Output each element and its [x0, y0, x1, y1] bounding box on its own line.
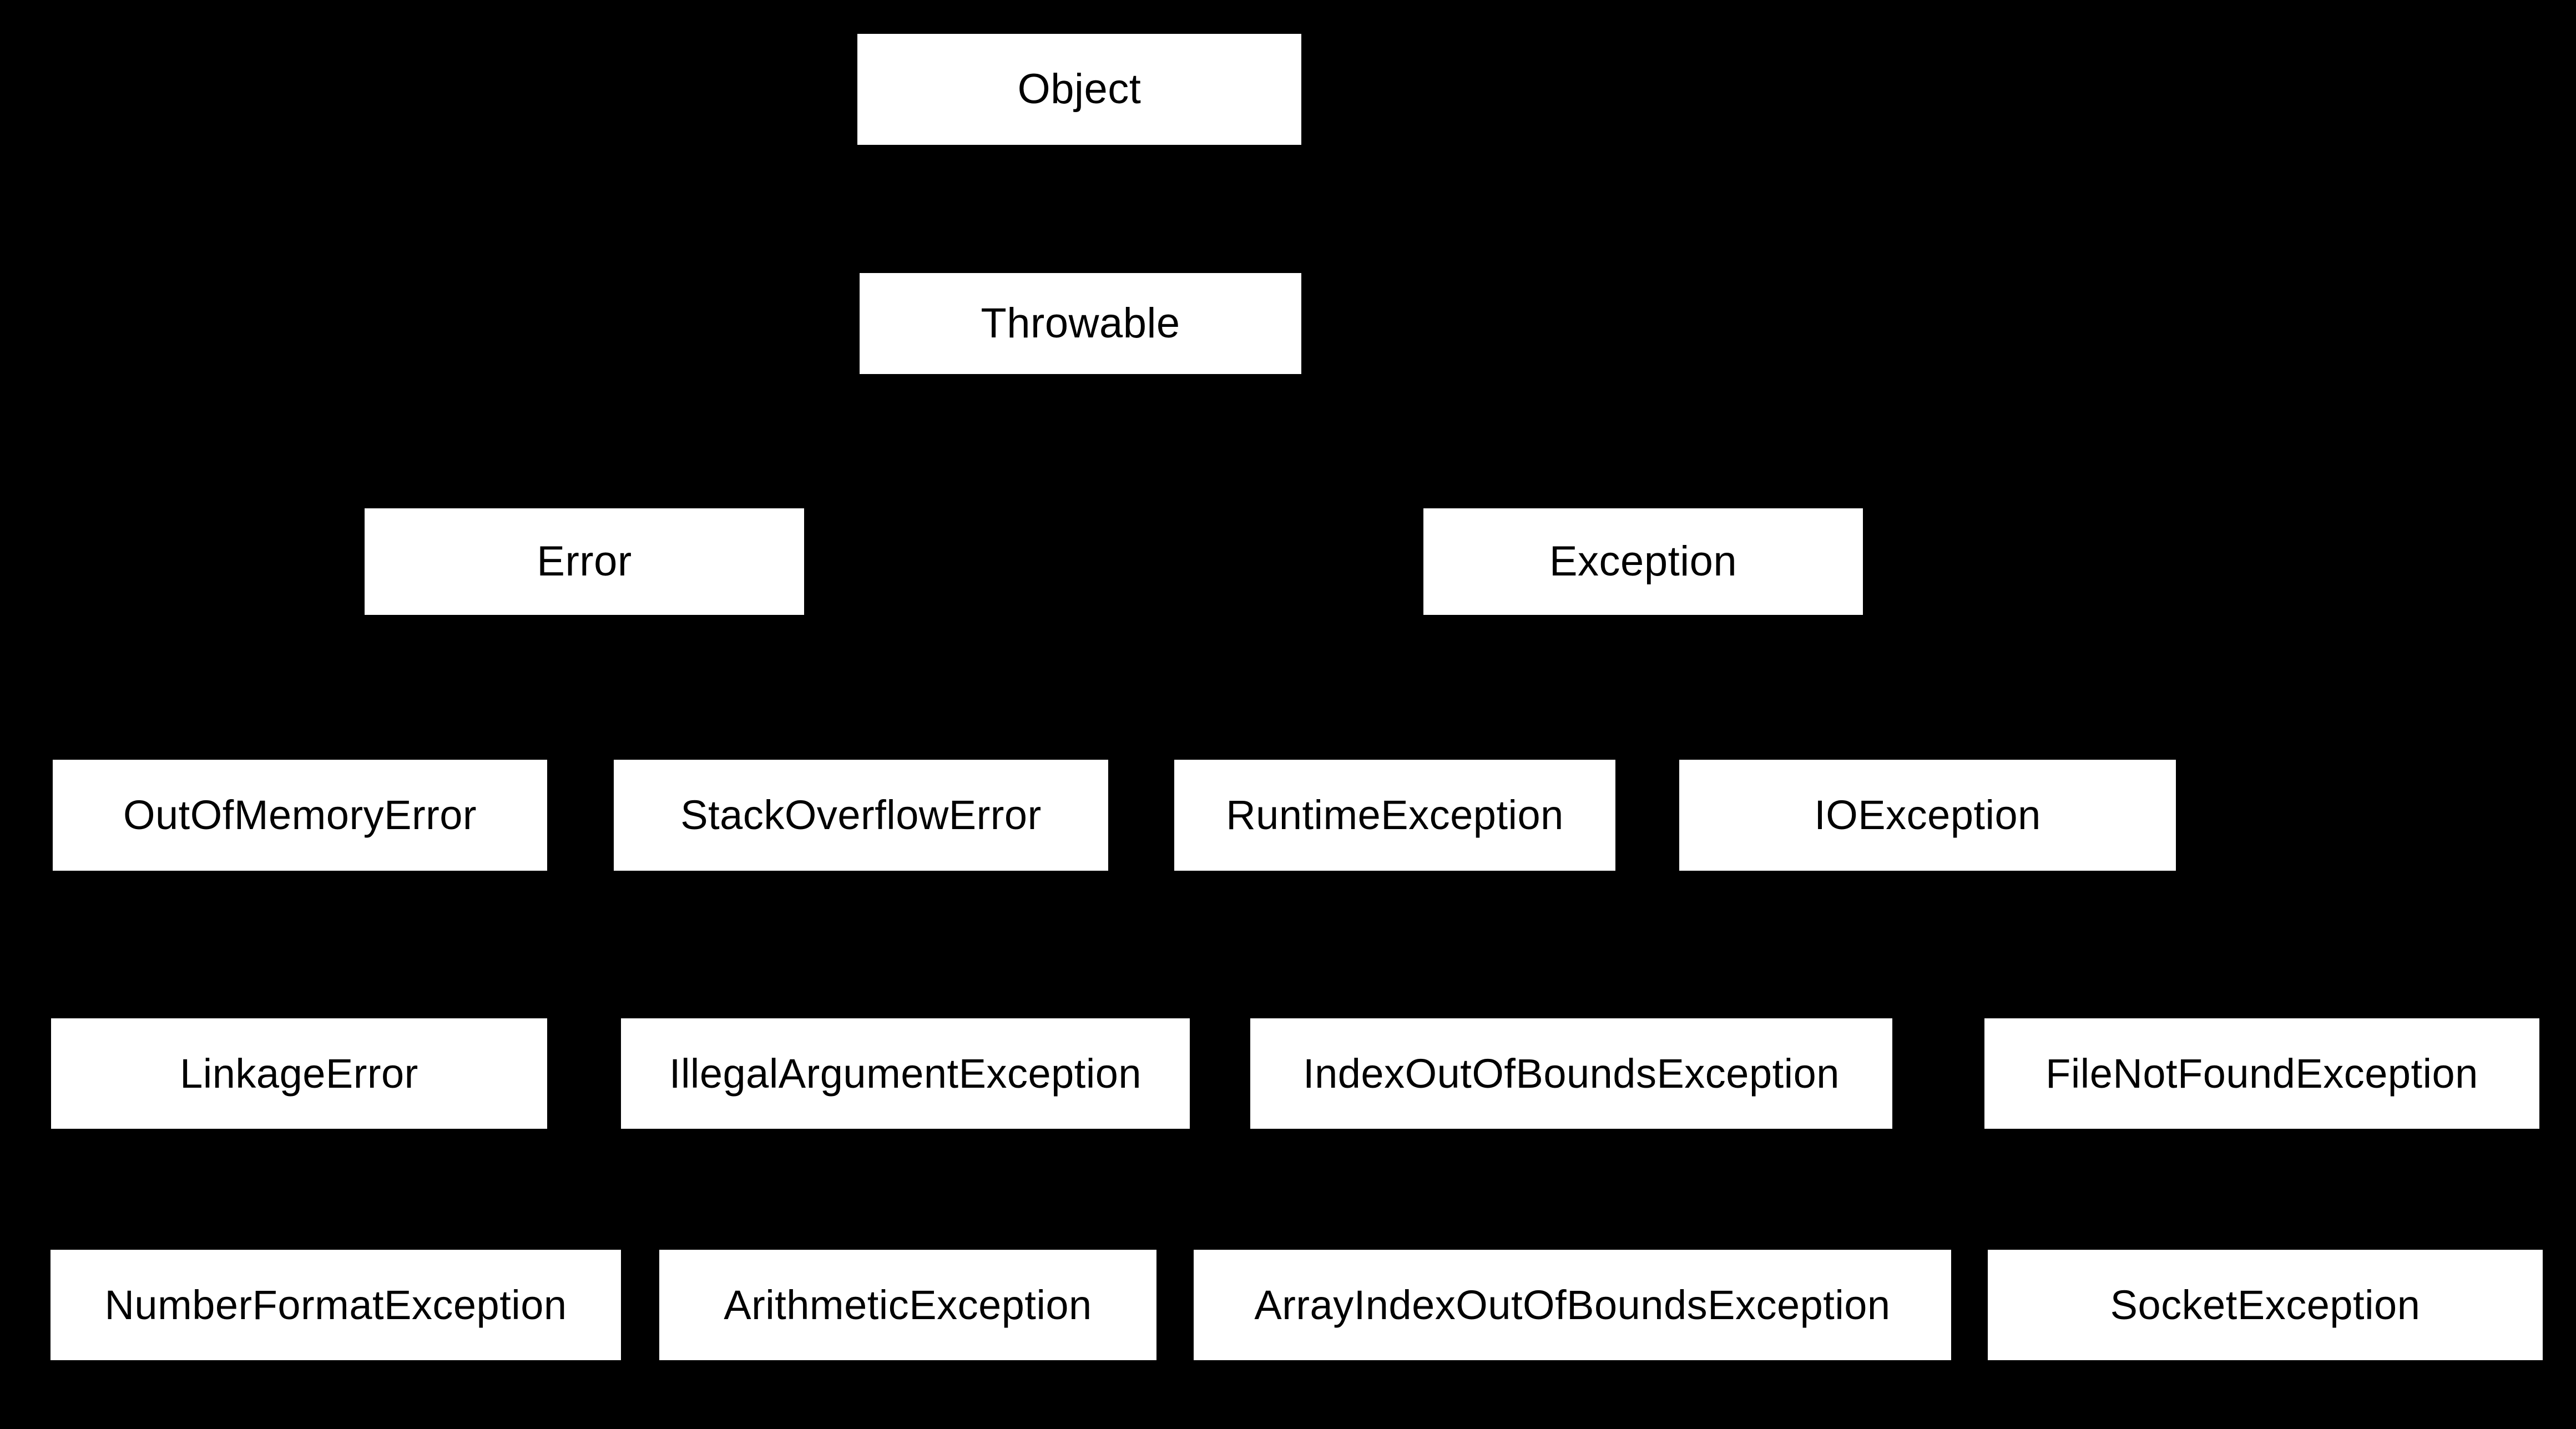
node-filenotfoundexception-label: FileNotFoundException — [2045, 1050, 2478, 1097]
node-object[interactable]: Object — [857, 34, 1301, 145]
node-runtimeexception-label: RuntimeException — [1226, 792, 1564, 839]
node-numberformatexception-label: NumberFormatException — [104, 1281, 567, 1328]
node-throwable-label: Throwable — [981, 300, 1180, 347]
node-error-label: Error — [537, 538, 632, 585]
node-linkageerror[interactable]: LinkageError — [51, 1018, 547, 1129]
node-indexoutofboundsexception-label: IndexOutOfBoundsException — [1303, 1050, 1840, 1097]
node-arrayindexoutofboundsexception[interactable]: ArrayIndexOutOfBoundsException — [1194, 1250, 1951, 1360]
node-illegalargumentexception[interactable]: IllegalArgumentException — [621, 1018, 1190, 1129]
node-arithmeticexception-label: ArithmeticException — [724, 1281, 1092, 1328]
node-error[interactable]: Error — [365, 508, 804, 615]
node-ioexception[interactable]: IOException — [1679, 760, 2176, 871]
node-exception-label: Exception — [1549, 538, 1737, 585]
node-linkageerror-label: LinkageError — [180, 1050, 418, 1097]
node-ioexception-label: IOException — [1814, 792, 2041, 839]
node-socketexception-label: SocketException — [2110, 1281, 2421, 1328]
node-socketexception[interactable]: SocketException — [1988, 1250, 2543, 1360]
node-exception[interactable]: Exception — [1423, 508, 1863, 615]
node-indexoutofboundsexception[interactable]: IndexOutOfBoundsException — [1250, 1018, 1892, 1129]
node-object-label: Object — [1017, 65, 1141, 113]
node-arrayindexoutofboundsexception-label: ArrayIndexOutOfBoundsException — [1254, 1281, 1891, 1328]
node-stackoverflowerror[interactable]: StackOverflowError — [614, 760, 1108, 871]
node-stackoverflowerror-label: StackOverflowError — [680, 792, 1042, 839]
node-runtimeexception[interactable]: RuntimeException — [1174, 760, 1615, 871]
node-arithmeticexception[interactable]: ArithmeticException — [659, 1250, 1156, 1360]
node-filenotfoundexception[interactable]: FileNotFoundException — [1984, 1018, 2539, 1129]
node-outofmemoryerror[interactable]: OutOfMemoryError — [53, 760, 547, 871]
node-illegalargumentexception-label: IllegalArgumentException — [669, 1050, 1142, 1097]
node-numberformatexception[interactable]: NumberFormatException — [50, 1250, 621, 1360]
node-throwable[interactable]: Throwable — [860, 273, 1301, 374]
node-outofmemoryerror-label: OutOfMemoryError — [123, 792, 477, 839]
